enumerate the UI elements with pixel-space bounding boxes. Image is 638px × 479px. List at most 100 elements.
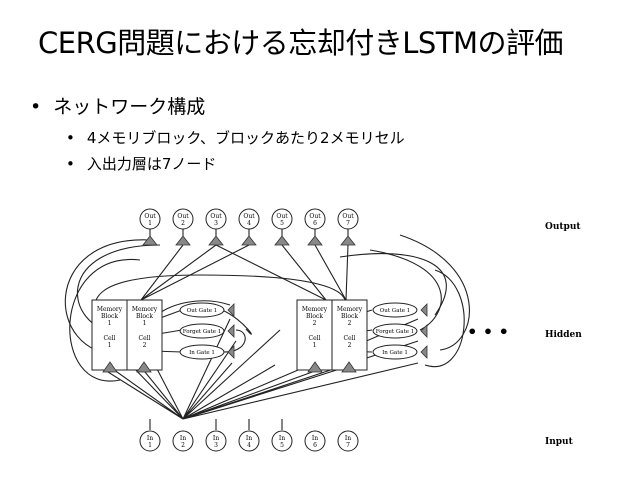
node-number: 6 xyxy=(313,442,317,449)
cell-text: 2 xyxy=(143,342,147,349)
output-node: Out 3 xyxy=(205,208,227,230)
layer-label-output: Output xyxy=(545,222,581,232)
output-nodes: Out 1 Out 2 Out 3 Out 4 Out 5 Out 6 xyxy=(139,208,359,230)
output-node: Out 2 xyxy=(172,208,194,230)
node-label: In xyxy=(312,435,318,442)
node-number: 3 xyxy=(214,220,218,227)
cell-text: Cell xyxy=(139,335,151,342)
triangle-icon xyxy=(175,235,191,246)
triangle-icon xyxy=(142,235,158,246)
memory-cell: Memory Block 1 Cell 1 xyxy=(97,306,123,349)
gate-node: Out Gate 1 xyxy=(372,302,418,318)
bullet-memory-blocks: • 4メモリブロック、ブロックあたり2メモリセル xyxy=(66,127,405,148)
cell-text: Memory xyxy=(337,306,363,313)
input-node: In 2 xyxy=(172,430,194,452)
gate-label: Forget Gate 1 xyxy=(183,329,222,335)
node-number: 1 xyxy=(148,442,152,449)
node-label: Out xyxy=(243,213,255,220)
output-arrows xyxy=(142,235,356,246)
slide-title: CERG問題における忘却付きLSTMの評価 xyxy=(38,26,564,60)
node-number: 5 xyxy=(280,442,284,449)
gate-node: In Gate 1 xyxy=(372,344,418,360)
cell-text: Cell xyxy=(344,335,356,342)
bullet-text: ネットワーク構成 xyxy=(53,96,206,118)
node-label: Out xyxy=(276,213,288,220)
node-number: 2 xyxy=(181,442,185,449)
node-label: Out xyxy=(144,213,156,220)
cell-text: Memory xyxy=(302,306,328,313)
triangle-icon xyxy=(274,235,290,246)
gate-label: Out Gate 1 xyxy=(187,308,217,314)
cell-text: 1 xyxy=(108,342,112,349)
layer-label-input: Input xyxy=(545,437,574,447)
node-number: 2 xyxy=(181,220,185,227)
gate-label: In Gate 1 xyxy=(189,350,215,356)
cell-text: 1 xyxy=(313,342,317,349)
triangle-icon xyxy=(340,235,356,246)
triangle-icon xyxy=(420,345,428,359)
node-label: Out xyxy=(177,213,189,220)
bullet-text: 入出力層は7ノード xyxy=(86,155,217,173)
node-label: In xyxy=(147,435,153,442)
triangle-icon xyxy=(208,235,224,246)
input-node: In 3 xyxy=(205,430,227,452)
cell-text: 2 xyxy=(348,342,352,349)
bullet-io-nodes: • 入出力層は7ノード xyxy=(66,153,216,174)
triangle-icon xyxy=(241,235,257,246)
bullet-network-config: • ネットワーク構成 xyxy=(30,92,205,119)
memory-cell: Memory Block 2 Cell 1 xyxy=(302,306,328,349)
gate-node: Forget Gate 1 xyxy=(179,323,225,339)
cell-text: 2 xyxy=(313,320,317,327)
node-number: 5 xyxy=(280,220,284,227)
node-label: Out xyxy=(210,213,222,220)
input-node: In 1 xyxy=(139,430,161,452)
cell-text: Block xyxy=(136,313,153,320)
layer-label-hidden: Hidden xyxy=(545,330,582,340)
node-number: 7 xyxy=(346,220,350,227)
node-number: 4 xyxy=(247,442,251,449)
output-node: Out 4 xyxy=(238,208,260,230)
cell-text: 1 xyxy=(108,320,112,327)
node-label: In xyxy=(213,435,219,442)
triangle-icon xyxy=(102,361,118,373)
gate-node: Forget Gate 1 xyxy=(372,323,418,339)
gate-node: Out Gate 1 xyxy=(179,302,225,318)
triangle-icon xyxy=(227,345,235,359)
memory-cell: Memory Block 2 Cell 2 xyxy=(337,306,363,349)
input-node: In 5 xyxy=(271,430,293,452)
node-number: 4 xyxy=(247,220,251,227)
node-number: 6 xyxy=(313,220,317,227)
lstm-network-diagram: Out 1 Out 2 Out 3 Out 4 Out 5 Out 6 xyxy=(64,208,582,452)
more-blocks-ellipsis: • • • xyxy=(467,322,509,341)
bullet-text: 4メモリブロック、ブロックあたり2メモリセル xyxy=(86,129,405,147)
node-number: 3 xyxy=(214,442,218,449)
node-label: In xyxy=(180,435,186,442)
bullet-dot: • xyxy=(66,129,75,147)
bullet-dot: • xyxy=(66,155,75,173)
gate-label: In Gate 1 xyxy=(382,350,408,356)
memory-cell: Memory Block 1 Cell 2 xyxy=(132,306,158,349)
node-number: 1 xyxy=(148,220,152,227)
cell-text: Cell xyxy=(104,335,116,342)
node-label: In xyxy=(345,435,351,442)
gate-label: Forget Gate 1 xyxy=(376,329,415,335)
output-node: Out 6 xyxy=(304,208,326,230)
triangle-icon xyxy=(341,361,357,373)
cell-text: Block xyxy=(341,313,358,320)
cell-text: Block xyxy=(101,313,118,320)
triangle-icon xyxy=(227,303,235,317)
node-number: 7 xyxy=(346,442,350,449)
bullet-dot: • xyxy=(30,96,42,118)
cell-text: 2 xyxy=(348,320,352,327)
output-node: Out 7 xyxy=(337,208,359,230)
cell-text: Block xyxy=(306,313,323,320)
cell-text: 1 xyxy=(143,320,147,327)
cell-text: Memory xyxy=(132,306,158,313)
input-nodes: In 1 In 2 In 3 In 4 In 5 In 6 xyxy=(139,430,359,452)
triangle-icon xyxy=(307,361,323,373)
cell-text: Cell xyxy=(309,335,321,342)
triangle-icon xyxy=(136,361,152,373)
input-node: In 6 xyxy=(304,430,326,452)
node-label: In xyxy=(279,435,285,442)
cell-text: Memory xyxy=(97,306,123,313)
